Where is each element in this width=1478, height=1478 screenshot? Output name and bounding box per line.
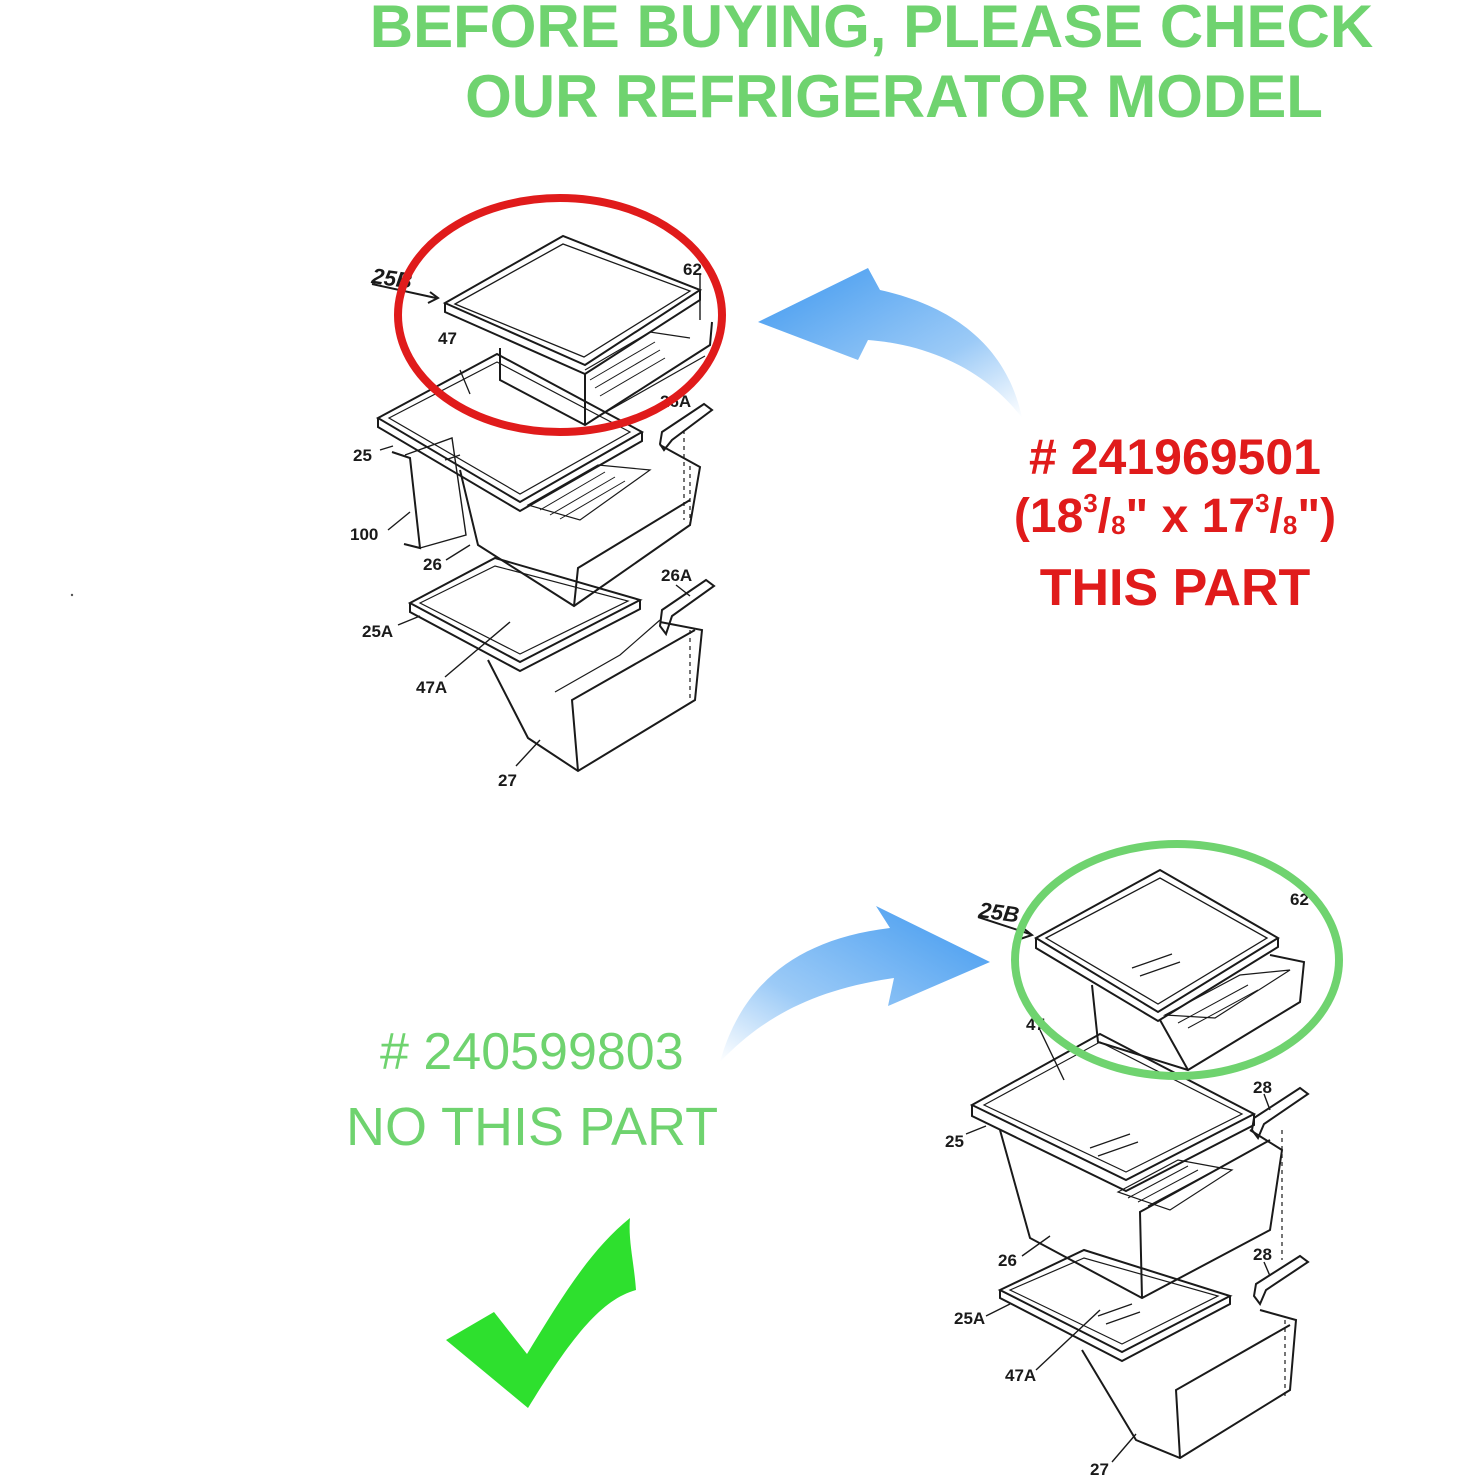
bottom-mid-drawer bbox=[999, 1129, 1284, 1300]
dim-sub-1: 8 bbox=[1111, 510, 1126, 540]
bottom-lower-drawer bbox=[1081, 1309, 1298, 1460]
incompatible-part-dimensions: (183/8" x 173/8") bbox=[1013, 488, 1337, 543]
bottom-upper-drawer bbox=[1091, 954, 1306, 1072]
headline: BEFORE BUYING, PLEASE CHECK OUR REFRIGER… bbox=[0, 0, 1478, 132]
callout-28-lower: 28 bbox=[1253, 1245, 1272, 1264]
callout-27: 27 bbox=[498, 771, 517, 790]
headline-line-2: OUR REFRIGERATOR MODEL bbox=[465, 63, 1323, 131]
headline-line-1: BEFORE BUYING, PLEASE CHECK bbox=[369, 0, 1374, 60]
checkmark-icon bbox=[446, 1218, 636, 1408]
bottom-clip-upper bbox=[1250, 1086, 1310, 1140]
top-upper-drawer bbox=[499, 321, 713, 427]
dim-sup-2: 3 bbox=[1255, 488, 1270, 518]
callout-47a: 47A bbox=[416, 678, 447, 697]
bottom-callouts: 25B 62 47 28 25 26 28 25A 47A 27 bbox=[945, 890, 1309, 1478]
top-crisper-cover bbox=[442, 234, 703, 376]
top-clip-upper bbox=[658, 402, 714, 520]
compatible-part-number: # 240599803 bbox=[380, 1023, 684, 1081]
callout-100: 100 bbox=[350, 525, 378, 544]
callout-27-b: 27 bbox=[1090, 1460, 1109, 1478]
callout-26a-lower: 26A bbox=[661, 566, 692, 585]
callout-25b-b: 25B bbox=[976, 897, 1021, 928]
curved-arrow-icon-bottom bbox=[720, 906, 990, 1062]
curved-arrow-icon bbox=[758, 268, 1022, 418]
bottom-lower-shelf bbox=[997, 1248, 1233, 1363]
bottom-exploded-diagram bbox=[965, 868, 1310, 1463]
dim-sub-2: 8 bbox=[1282, 510, 1298, 540]
callout-47: 47 bbox=[438, 329, 457, 348]
callout-62: 62 bbox=[683, 260, 702, 279]
dim-sup-1: 3 bbox=[1083, 488, 1098, 518]
compatible-part-note: NO THIS PART bbox=[346, 1097, 719, 1157]
callout-28-upper: 28 bbox=[1253, 1078, 1272, 1097]
top-mid-drawer bbox=[459, 444, 702, 608]
callout-25a-b: 25A bbox=[954, 1309, 985, 1328]
dim-mid: " x 17 bbox=[1125, 490, 1256, 543]
callout-62-b: 62 bbox=[1290, 890, 1309, 909]
dim-open: (18 bbox=[1013, 490, 1084, 543]
callout-26-b: 26 bbox=[998, 1251, 1017, 1270]
bottom-clip-lower bbox=[1252, 1254, 1310, 1306]
compatible-highlight-ring bbox=[1011, 840, 1343, 1080]
callout-25a: 25A bbox=[362, 622, 393, 641]
compatible-part-info: # 240599803 NO THIS PART bbox=[330, 1022, 770, 1158]
top-lower-shelf bbox=[407, 556, 643, 673]
top-side-panel bbox=[391, 437, 467, 550]
callout-47a-b: 47A bbox=[1005, 1366, 1036, 1385]
incompatible-part-number: # 241969501 bbox=[1029, 429, 1321, 485]
dim-close: ") bbox=[1297, 490, 1337, 543]
top-exploded-diagram bbox=[371, 234, 716, 773]
callout-26: 26 bbox=[423, 555, 442, 574]
bottom-mid-shelf bbox=[969, 1032, 1257, 1193]
incompatible-part-note: THIS PART bbox=[1039, 559, 1311, 617]
top-mid-shelf bbox=[375, 352, 645, 513]
callout-25: 25 bbox=[353, 446, 372, 465]
incompatible-highlight-ring bbox=[394, 194, 726, 436]
stray-dot bbox=[70, 593, 74, 597]
top-lower-drawer bbox=[487, 619, 704, 773]
top-clip-lower bbox=[658, 578, 716, 637]
incompatible-part-info: # 241969501 (183/8" x 173/8") THIS PART bbox=[960, 428, 1390, 618]
bottom-crisper-cover bbox=[1033, 868, 1280, 1023]
callout-25-b: 25 bbox=[945, 1132, 964, 1151]
